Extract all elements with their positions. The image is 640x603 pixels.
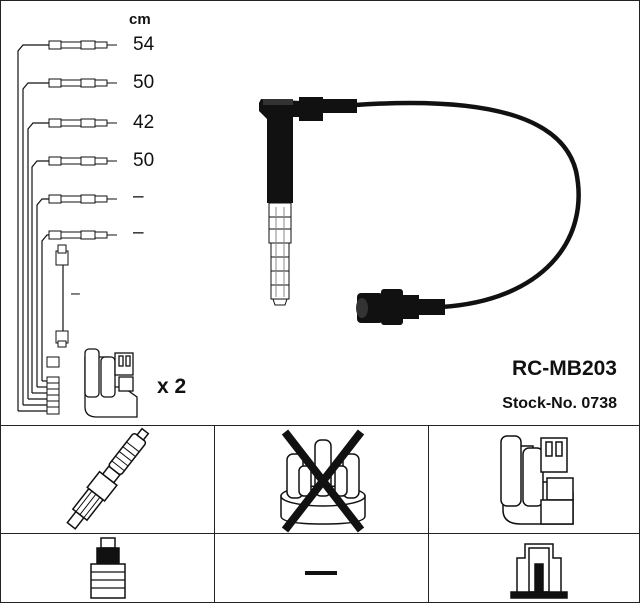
wire-length-6: – (133, 222, 144, 243)
distributor-cap-icon (280, 429, 366, 533)
not-applicable-dash (305, 571, 337, 575)
coil-connector-cell (429, 534, 639, 602)
quantity-label: x 2 (157, 375, 187, 398)
ignition-coil-icon (500, 435, 574, 525)
wire-length-2: 50 (133, 72, 155, 93)
spark-plug-icon (66, 427, 150, 530)
not-included-cross-icon (281, 429, 365, 533)
length-unit: cm (129, 11, 151, 28)
wire-length-4: 50 (133, 150, 155, 171)
ignition-coil-cell (429, 426, 639, 534)
accessory-cell (215, 534, 429, 602)
spark-plug-cell (1, 426, 215, 534)
short-wire-length: – (71, 285, 80, 302)
coil-connector-icon (510, 543, 568, 599)
coil-pack-small-icon (84, 348, 138, 418)
product-code: RC-MB203 (511, 357, 617, 380)
terminal-row-1 (48, 40, 117, 50)
plug-boot-icon (90, 537, 126, 599)
plug-boot-cell (1, 534, 215, 602)
angled-plug-boot (259, 97, 357, 306)
cable-set-panel: cm 54 50 42 50 – – – x 2 (1, 1, 639, 426)
coil-end-connector (356, 289, 445, 325)
application-grid (1, 426, 639, 602)
wire-length-1: 54 (133, 34, 155, 55)
wire-length-3: 42 (133, 112, 155, 133)
stock-number-line: Stock-No. 0738 (502, 395, 617, 413)
wire-set-schematic: cm 54 50 42 50 – – – x 2 (1, 1, 231, 425)
stock-number-label: Stock-No. (502, 395, 577, 412)
distributor-cap-cell (215, 426, 429, 534)
wire-harness-diagram (17, 40, 138, 418)
ignition-lead-drawing (259, 97, 581, 325)
stock-number-value: 0738 (581, 395, 617, 412)
wire-length-5: – (133, 186, 144, 207)
